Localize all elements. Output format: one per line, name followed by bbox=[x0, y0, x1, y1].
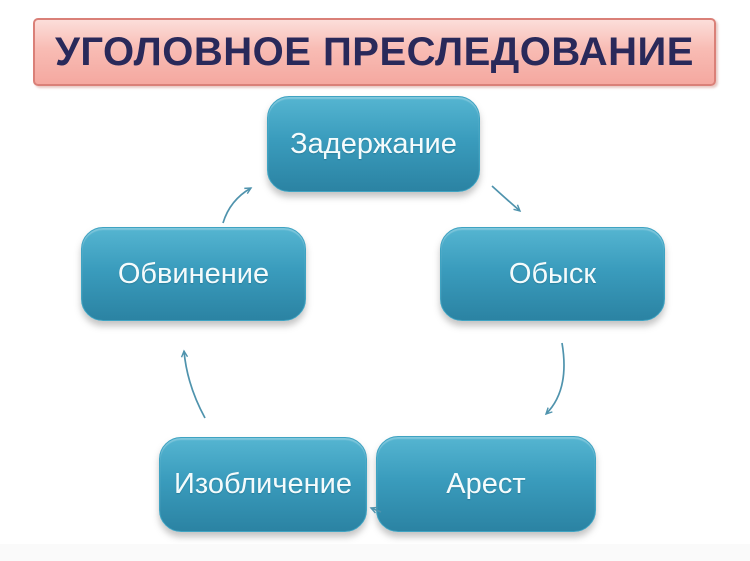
arrow-zaderzhanie-to-obysk-icon bbox=[491, 185, 522, 213]
arrow-izoblichenie-to-obvinenie-icon bbox=[180, 349, 206, 419]
node-label-arest: Арест bbox=[446, 467, 526, 500]
node-label-izoblichenie: Изобличение bbox=[174, 468, 352, 500]
node-label-zaderzhanie: Задержание bbox=[290, 127, 457, 160]
arrow-obvinenie-to-zaderzhanie-icon bbox=[222, 187, 253, 224]
page-title: УГОЛОВНОЕ ПРЕСЛЕДОВАНИЕ bbox=[55, 29, 694, 74]
diagram-node-arest: Арест bbox=[376, 436, 596, 532]
diagram-node-izoblichenie: Изобличение bbox=[159, 437, 367, 532]
node-label-obysk: Обыск bbox=[508, 257, 597, 290]
node-label-obvinenie: Обвинение bbox=[117, 257, 270, 290]
footer-strip bbox=[0, 544, 750, 561]
title-banner: УГОЛОВНОЕ ПРЕСЛЕДОВАНИЕ bbox=[33, 18, 716, 86]
diagram-node-zaderzhanie: Задержание bbox=[267, 96, 480, 192]
diagram-node-obvinenie: Обвинение bbox=[81, 227, 306, 321]
arrow-obysk-to-arest-icon bbox=[544, 342, 565, 416]
diagram-node-obysk: Обыск bbox=[440, 227, 665, 321]
